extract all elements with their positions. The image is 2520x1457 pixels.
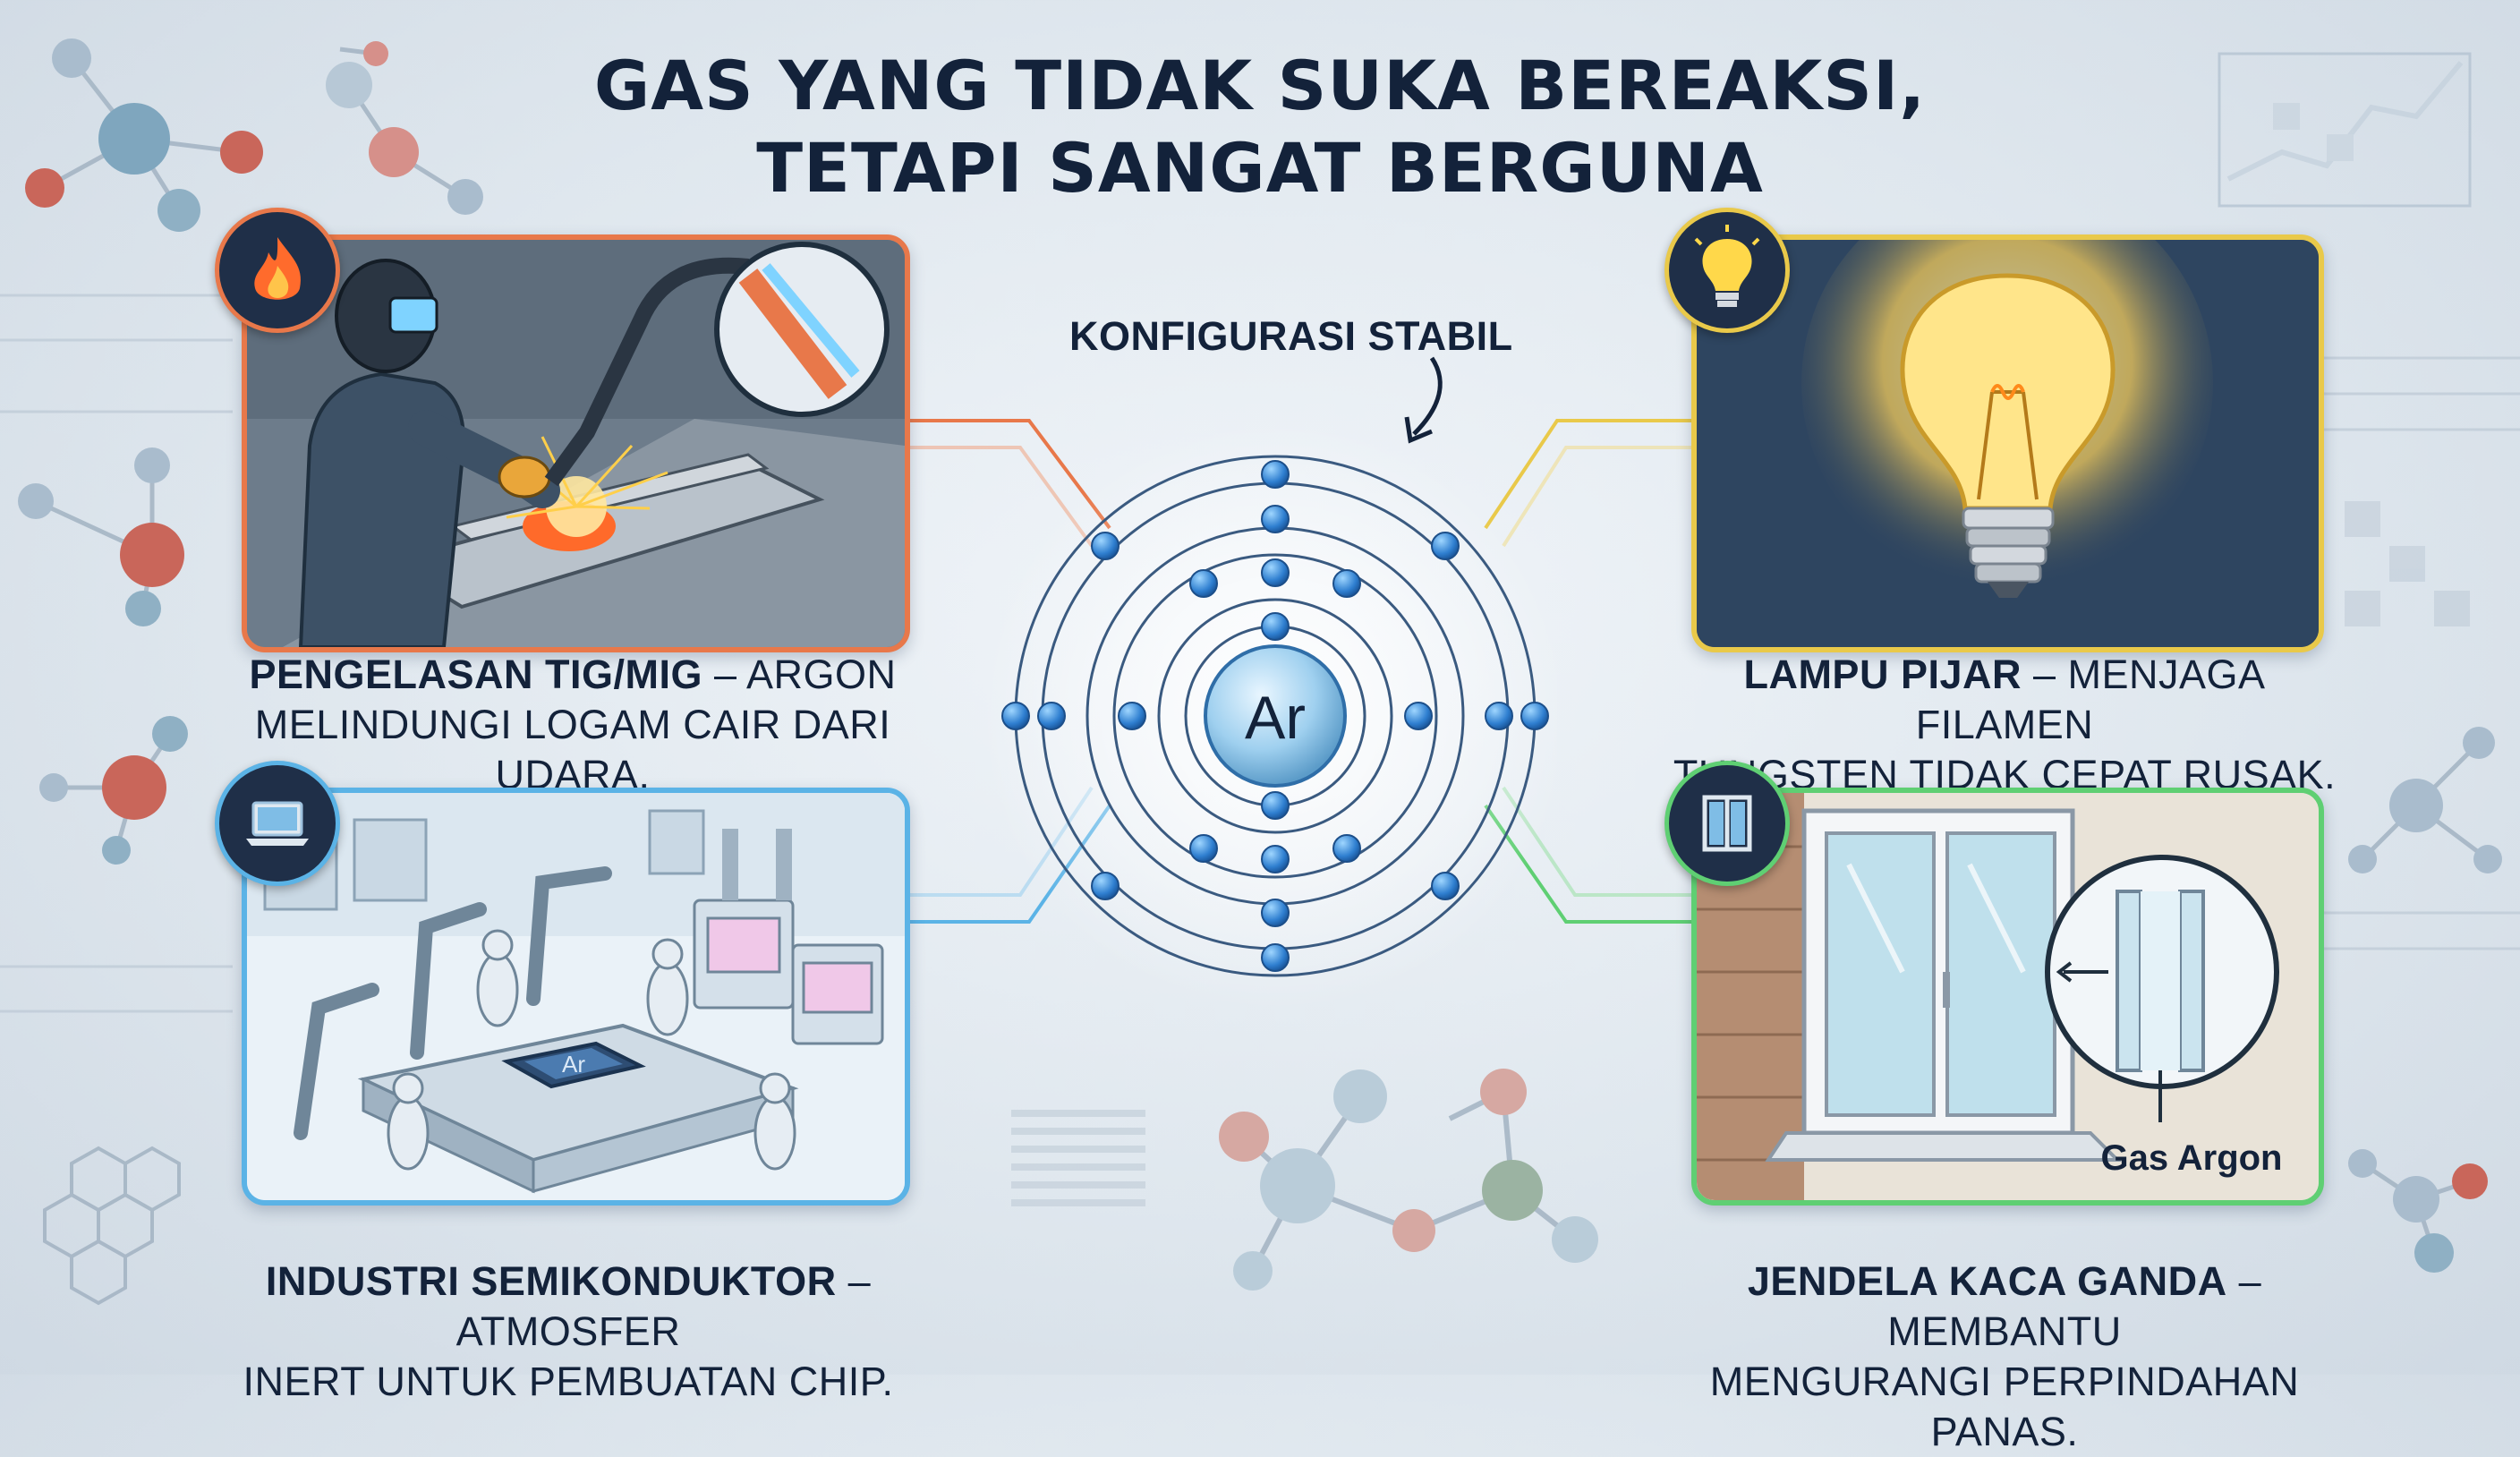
helmet-visor <box>388 296 438 334</box>
page-title-line-1: GAS YANG TIDAK SUKA BEREAKSI, <box>593 46 1927 125</box>
electron <box>1261 612 1290 641</box>
molecule-atoms-bottom-center <box>1219 1069 1598 1291</box>
molecule-atoms-top-left <box>25 38 483 232</box>
welding-panel <box>242 234 910 652</box>
welding-glove <box>498 456 551 498</box>
data-grid-decor <box>1011 501 2470 1206</box>
electron <box>1037 702 1066 730</box>
electron <box>1261 899 1290 927</box>
electron <box>1001 702 1030 730</box>
welding-badge <box>215 208 340 333</box>
electron <box>1261 791 1290 820</box>
window-sill <box>1765 1131 2122 1162</box>
nucleus <box>1204 644 1347 788</box>
background-decor <box>0 38 2520 1306</box>
pointer-arrow <box>1412 356 1443 436</box>
lamp-panel <box>1691 234 2324 652</box>
molecule-atoms-left-mid <box>18 447 188 865</box>
pointer-arrowhead <box>1404 416 1433 444</box>
window-icon <box>1702 795 1752 852</box>
electron <box>1261 460 1290 489</box>
molecule-atoms-right <box>2348 727 2502 1273</box>
chip-label: Ar <box>562 1051 585 1078</box>
double-glazed-window-illustration <box>1697 793 2319 1200</box>
electron <box>1332 834 1361 863</box>
window-caption-line-2: MENGURANGI PERPINDAHAN PANAS. <box>1709 1359 2300 1454</box>
welding-illustration <box>247 240 905 647</box>
welding-torch-cable <box>544 257 749 487</box>
page-title-line-2: TETAPI SANGAT BERGUNA <box>756 128 1764 208</box>
lightbulb-icon <box>1694 225 1760 307</box>
atom-caption: KONFIGURASI STABIL <box>1069 313 1513 359</box>
electron <box>1189 569 1218 598</box>
electron <box>1261 943 1290 972</box>
window-panel <box>1691 788 2324 1206</box>
electron <box>1332 569 1361 598</box>
gas-argon-label: Gas Argon <box>2100 1138 2283 1178</box>
circuit-decor-lines <box>0 294 2520 1013</box>
semiconductor-caption-line-2: INERT UNTUK PEMBUATAN CHIP. <box>243 1359 894 1404</box>
cleanroom-illustration: Ar <box>247 793 905 1200</box>
window-caption: JENDELA KACA GANDA – MEMBANTU MENGURANGI… <box>1647 1257 2362 1457</box>
robot-arms <box>294 866 612 1140</box>
window-caption-title: JENDELA KACA GANDA <box>1747 1258 2227 1304</box>
lightbulb-illustration <box>1697 240 2319 647</box>
lamp-caption-text: – MENJAGA FILAMEN <box>1915 652 2266 747</box>
semiconductor-caption-text: – ATMOSFER <box>455 1258 872 1354</box>
electron <box>1485 702 1513 730</box>
electron <box>1091 532 1120 560</box>
electron <box>1431 532 1460 560</box>
electron <box>1431 872 1460 900</box>
electron <box>1118 702 1146 730</box>
electron <box>1404 702 1433 730</box>
electron <box>1261 505 1290 533</box>
window-caption-text: – MEMBANTU <box>1887 1258 2262 1354</box>
electrons <box>1001 460 1549 972</box>
window-badge <box>1664 761 1790 886</box>
lamp-caption-title: LAMPU PIJAR <box>1743 652 2022 697</box>
electron <box>1189 834 1218 863</box>
flame-icon <box>254 237 301 300</box>
hexagon-lattice-decor <box>43 1146 181 1306</box>
electron <box>1261 558 1290 587</box>
electron <box>1520 702 1549 730</box>
welding-caption-text: – ARGON <box>702 652 897 697</box>
lamp-badge <box>1664 208 1790 333</box>
electron <box>1261 845 1290 873</box>
filament <box>1977 390 2039 500</box>
argon-atom-diagram: Ar <box>980 356 1557 1011</box>
semiconductor-panel: Ar <box>242 788 910 1206</box>
nucleus-symbol: Ar <box>1245 684 1306 752</box>
welding-caption-title: PENGELASAN TIG/MIG <box>249 652 702 697</box>
semiconductor-badge <box>215 761 340 886</box>
technicians <box>387 929 796 1171</box>
chart-decor-top-right <box>2218 52 2472 208</box>
semiconductor-caption: INDUSTRI SEMIKONDUKTOR – ATMOSFER INERT … <box>206 1257 931 1407</box>
process-chambers <box>693 899 884 1045</box>
bulb-base <box>1962 507 2055 530</box>
electron <box>1091 872 1120 900</box>
laptop-icon <box>246 801 309 846</box>
semiconductor-caption-title: INDUSTRI SEMIKONDUKTOR <box>265 1258 837 1304</box>
